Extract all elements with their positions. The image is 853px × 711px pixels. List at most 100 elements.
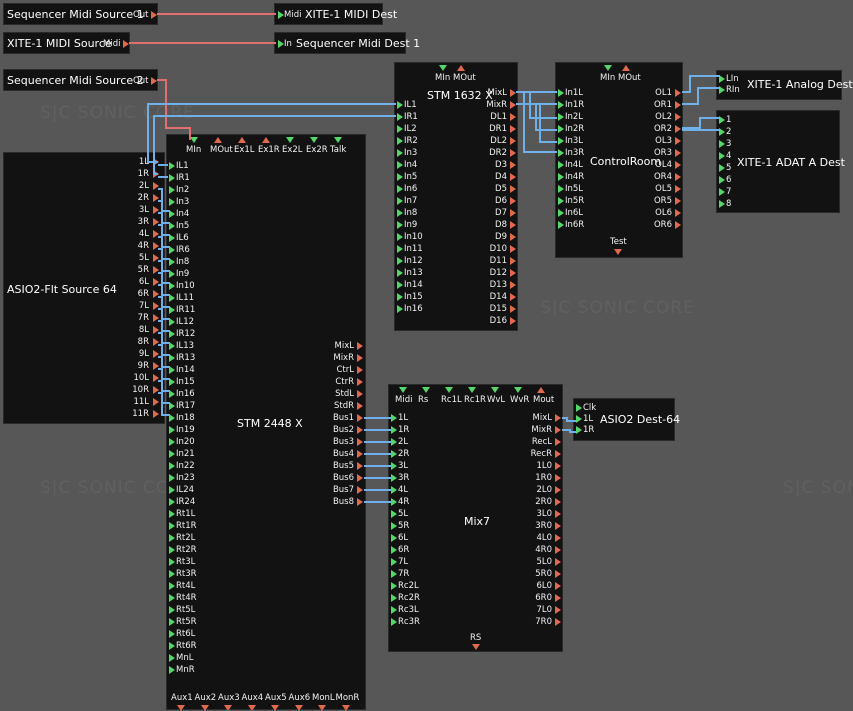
input-port[interactable] — [169, 366, 175, 374]
output-port[interactable] — [555, 618, 561, 626]
output-port[interactable] — [555, 570, 561, 578]
output-port[interactable] — [153, 230, 159, 238]
output-port[interactable] — [510, 317, 516, 325]
output-port[interactable] — [357, 462, 363, 470]
input-port[interactable] — [391, 498, 397, 506]
output-port[interactable] — [510, 293, 516, 301]
audio-wire[interactable] — [516, 91, 557, 119]
top-port[interactable] — [514, 387, 522, 393]
input-port[interactable] — [169, 330, 175, 338]
input-port[interactable] — [397, 293, 403, 301]
output-port[interactable] — [675, 209, 681, 217]
output-port[interactable] — [153, 410, 159, 418]
output-port[interactable] — [153, 314, 159, 322]
input-port[interactable] — [558, 221, 564, 229]
top-port[interactable] — [468, 387, 476, 393]
bottom-port[interactable] — [341, 705, 350, 711]
input-port[interactable] — [169, 426, 175, 434]
bottom-port[interactable] — [247, 705, 256, 711]
output-port[interactable] — [153, 242, 159, 250]
input-port[interactable] — [391, 570, 397, 578]
input-port[interactable] — [558, 197, 564, 205]
output-port[interactable] — [555, 546, 561, 554]
output-port[interactable] — [510, 209, 516, 217]
input-port[interactable] — [719, 116, 725, 124]
input-port[interactable] — [397, 197, 403, 205]
input-port[interactable] — [169, 198, 175, 206]
output-port[interactable] — [510, 197, 516, 205]
top-port[interactable] — [286, 137, 294, 143]
output-port[interactable] — [555, 498, 561, 506]
input-port[interactable] — [391, 534, 397, 542]
bottom-port[interactable] — [200, 705, 209, 711]
input-port[interactable] — [397, 221, 403, 229]
output-port[interactable] — [555, 426, 561, 434]
input-port[interactable] — [397, 149, 403, 157]
output-port[interactable] — [510, 149, 516, 157]
input-port[interactable] — [391, 426, 397, 434]
output-port[interactable] — [357, 426, 363, 434]
output-port[interactable] — [675, 185, 681, 193]
audio-wire[interactable] — [682, 87, 720, 105]
input-port[interactable] — [169, 546, 175, 554]
input-port[interactable] — [169, 642, 175, 650]
input-port[interactable] — [719, 164, 725, 172]
input-port[interactable] — [169, 666, 175, 674]
bottom-port[interactable] — [294, 705, 303, 711]
output-port[interactable] — [675, 197, 681, 205]
input-port[interactable] — [397, 305, 403, 313]
input-port[interactable] — [169, 282, 175, 290]
output-port[interactable] — [510, 233, 516, 241]
input-port[interactable] — [169, 558, 175, 566]
output-port[interactable] — [357, 354, 363, 362]
input-port[interactable] — [169, 234, 175, 242]
midi-in-port[interactable] — [278, 40, 284, 48]
input-port[interactable] — [169, 462, 175, 470]
input-port[interactable] — [397, 125, 403, 133]
output-port[interactable] — [555, 594, 561, 602]
input-port[interactable] — [169, 630, 175, 638]
output-port[interactable] — [153, 170, 159, 178]
input-port[interactable] — [397, 245, 403, 253]
output-port[interactable] — [153, 194, 159, 202]
xite-1-midi-dest[interactable]: Midi XITE-1 MIDI Dest — [274, 3, 397, 25]
input-port[interactable] — [719, 188, 725, 196]
input-port[interactable] — [169, 570, 175, 578]
input-port[interactable] — [169, 402, 175, 410]
output-port[interactable] — [153, 182, 159, 190]
output-port[interactable] — [510, 269, 516, 277]
top-port[interactable] — [537, 387, 545, 393]
output-port[interactable] — [555, 462, 561, 470]
top-port[interactable] — [457, 65, 465, 71]
output-port[interactable] — [153, 266, 159, 274]
input-port[interactable] — [397, 281, 403, 289]
input-port[interactable] — [169, 654, 175, 662]
input-port[interactable] — [391, 414, 397, 422]
input-port[interactable] — [576, 415, 582, 423]
sequencer-midi-dest-1[interactable]: In Sequencer Midi Dest 1 — [274, 32, 420, 54]
sequencer-midi-source-1[interactable]: Sequencer Midi Source 1 Out — [3, 3, 158, 25]
sequencer-midi-source-2[interactable]: Sequencer Midi Source 2 Out — [3, 69, 158, 91]
bottom-port[interactable] — [271, 705, 279, 711]
input-port[interactable] — [391, 522, 397, 530]
output-port[interactable] — [555, 582, 561, 590]
input-port[interactable] — [397, 233, 403, 241]
input-port[interactable] — [391, 546, 397, 554]
midi-out-port[interactable] — [123, 40, 129, 48]
input-port[interactable] — [558, 185, 564, 193]
input-port[interactable] — [719, 128, 725, 136]
output-port[interactable] — [510, 101, 516, 109]
input-port[interactable] — [397, 185, 403, 193]
bottom-port[interactable] — [472, 644, 480, 650]
output-port[interactable] — [153, 278, 159, 286]
top-port[interactable] — [422, 387, 430, 393]
input-port[interactable] — [397, 101, 403, 109]
midi-in-port[interactable] — [278, 11, 284, 19]
input-port[interactable] — [391, 438, 397, 446]
input-port[interactable] — [397, 257, 403, 265]
output-port[interactable] — [510, 245, 516, 253]
top-port[interactable] — [214, 137, 222, 143]
input-port[interactable] — [391, 606, 397, 614]
